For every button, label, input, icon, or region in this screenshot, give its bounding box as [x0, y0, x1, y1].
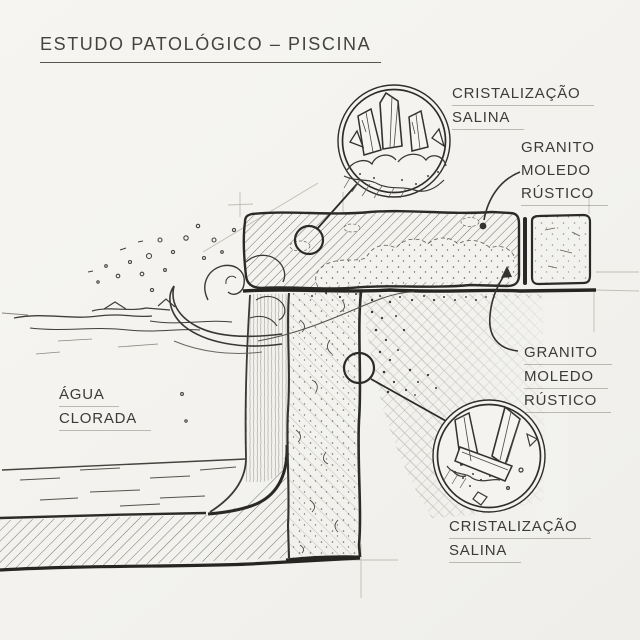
sheet-title: ESTUDO PATOLÓGICO – PISCINA: [40, 34, 382, 63]
crystal-debris: [472, 432, 539, 506]
label-granite-moledo-mid: GRANITO MOLEDO RÚSTICO: [524, 344, 612, 416]
water-splash: [169, 254, 415, 354]
rock-dots: [359, 171, 439, 185]
splash-droplets: [87, 223, 237, 423]
water-surface: [1, 298, 233, 355]
granite-block-right: [530, 213, 592, 286]
pool-wall-inner-face: [1, 294, 289, 516]
leader-top-magnifier: [316, 183, 358, 230]
label-line: SALINA: [452, 109, 525, 130]
label-line: ÁGUA: [59, 386, 119, 407]
salt-crystal-magnifier-top: [337, 84, 451, 199]
pool-floor-slab: [0, 452, 361, 572]
label-line: CRISTALIZAÇÃO: [449, 518, 592, 539]
label-line: CLORADA: [59, 410, 152, 431]
pool-wall-section: [285, 291, 363, 562]
rock-base: [343, 153, 447, 192]
crystal-cluster-top: [349, 91, 446, 156]
label-leaders: [479, 171, 521, 352]
label-line: SALINA: [449, 542, 522, 563]
clump-dots: [453, 470, 491, 487]
label-line: GRANITO: [521, 139, 595, 156]
leader-bottom-magnifier: [370, 378, 447, 422]
label-line: RÚSTICO: [521, 185, 609, 206]
bed-joint-line: [242, 288, 597, 293]
label-line: MOLEDO: [521, 162, 591, 179]
label-line: MOLEDO: [524, 368, 608, 389]
marker-circle-coping: [293, 224, 325, 256]
label-line: GRANITO: [524, 344, 612, 365]
crystal-cluster-bottom: [454, 405, 521, 482]
label-line: RÚSTICO: [524, 392, 612, 413]
coping-stone: [242, 209, 521, 290]
detail-markers: [293, 183, 447, 422]
clump-hatch: [443, 469, 467, 489]
salt-crystal-magnifier-bottom: [432, 399, 546, 513]
label-saline-crystallization-bottom: CRISTALIZAÇÃO SALINA: [449, 518, 592, 566]
label-granite-moledo-top: GRANITO MOLEDO RÚSTICO: [521, 139, 609, 209]
pool-floor-texture: [19, 466, 237, 507]
rock-hatch: [343, 177, 407, 199]
marker-circle-wall: [342, 351, 376, 385]
label-saline-crystallization-top: CRISTALIZAÇÃO SALINA: [452, 85, 595, 133]
label-chlorinated-water: ÁGUA CLORADA: [59, 386, 152, 434]
label-line: CRISTALIZAÇÃO: [452, 85, 595, 106]
debris-dots: [311, 292, 487, 396]
